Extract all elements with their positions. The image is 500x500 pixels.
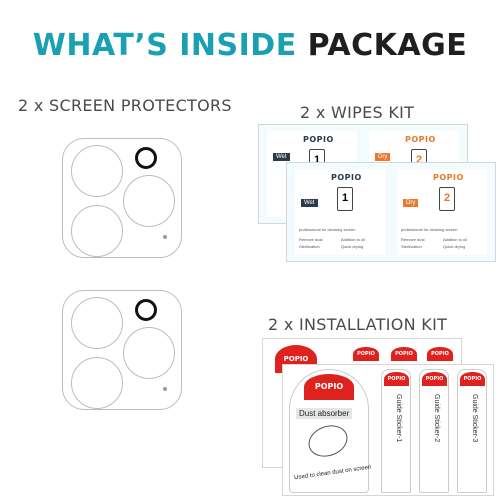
dry-tag: Dry bbox=[403, 199, 419, 207]
installation-sheet-front: POPIO Dust absorber Used to clean dust o… bbox=[282, 364, 494, 496]
guide-sticker-2: POPIO Guide Sticker-2 bbox=[419, 369, 449, 493]
brand-badge: POPIO bbox=[304, 374, 354, 400]
installation-kit-label: 2 x INSTALLATION KIT bbox=[268, 315, 448, 334]
screen-protectors-label: 2 x SCREEN PROTECTORS bbox=[18, 96, 232, 115]
wet-tag: Wet bbox=[273, 153, 290, 161]
wipe-bullet: Quick drying bbox=[341, 244, 364, 249]
wipe-brand: POPIO bbox=[303, 135, 334, 144]
camera-lens-protector bbox=[62, 290, 182, 410]
brand-badge: POPIO bbox=[460, 372, 485, 386]
wipes-kit-label: 2 x WIPES KIT bbox=[300, 103, 415, 122]
lens-ring bbox=[71, 357, 123, 409]
phone-icon: 2 bbox=[439, 187, 455, 211]
guide-sticker-label: Guide Sticker-2 bbox=[433, 394, 440, 443]
dry-wipe-panel: POPIO Dry 2 professional for cleaning sc… bbox=[397, 169, 487, 255]
wipe-bullet: Addition to oil bbox=[341, 237, 366, 242]
title-part-1: WHAT’S INSIDE bbox=[32, 28, 297, 63]
lens-ring bbox=[123, 175, 175, 227]
guide-sticker-label: Guide Sticker-1 bbox=[395, 394, 402, 443]
guide-sticker-label: Guide Sticker-3 bbox=[471, 394, 478, 443]
flash-cutout bbox=[135, 299, 157, 321]
dry-tag: Dry bbox=[375, 153, 391, 161]
wet-wipe-panel: POPIO Wet 1 professional for cleaning sc… bbox=[295, 169, 385, 255]
wipe-bullet: Quick drying bbox=[443, 244, 466, 249]
guide-sticker-1: POPIO Guide Sticker-1 bbox=[381, 369, 411, 493]
dust-absorber-label: Dust absorber bbox=[296, 408, 353, 419]
wipe-bullet: Remove dust bbox=[401, 237, 425, 242]
wipe-brand: POPIO bbox=[331, 173, 362, 182]
title-part-2: PACKAGE bbox=[307, 28, 468, 63]
wipe-brand: POPIO bbox=[433, 173, 464, 182]
brand-badge: POPIO bbox=[391, 347, 417, 361]
dust-absorber-card: POPIO Dust absorber Used to clean dust o… bbox=[289, 369, 372, 493]
brand-badge: POPIO bbox=[384, 372, 409, 386]
wipe-bullet: Addition to oil bbox=[443, 237, 468, 242]
brand-badge: POPIO bbox=[422, 372, 447, 386]
guide-sticker-3: POPIO Guide Sticker-3 bbox=[457, 369, 487, 493]
mic-dot bbox=[163, 235, 167, 239]
brand-badge: POPIO bbox=[427, 347, 453, 361]
wet-tag: Wet bbox=[301, 199, 318, 207]
brand-badge: POPIO bbox=[353, 347, 379, 361]
wipe-packet-front: POPIO Wet 1 professional for cleaning sc… bbox=[286, 162, 496, 262]
wipe-bullet: Remove dust bbox=[299, 237, 323, 242]
hand-icon bbox=[304, 420, 352, 462]
wipe-caption: professional for cleaning screen bbox=[299, 227, 356, 232]
wipe-bullet: Sterilization bbox=[299, 244, 320, 249]
wipe-bullet: Sterilization bbox=[401, 244, 422, 249]
lens-ring bbox=[123, 327, 175, 379]
lens-ring bbox=[71, 297, 123, 349]
wipe-brand: POPIO bbox=[405, 135, 436, 144]
flash-cutout bbox=[135, 147, 157, 169]
phone-icon: 1 bbox=[337, 187, 353, 211]
dust-caption: Used to clean dust on screen bbox=[293, 464, 372, 482]
lens-ring bbox=[71, 145, 123, 197]
page-title: WHAT’S INSIDE PACKAGE bbox=[0, 28, 500, 63]
camera-lens-protector bbox=[62, 138, 182, 258]
wipe-caption: professional for cleaning screen bbox=[401, 227, 458, 232]
mic-dot bbox=[163, 387, 167, 391]
lens-ring bbox=[71, 205, 123, 257]
